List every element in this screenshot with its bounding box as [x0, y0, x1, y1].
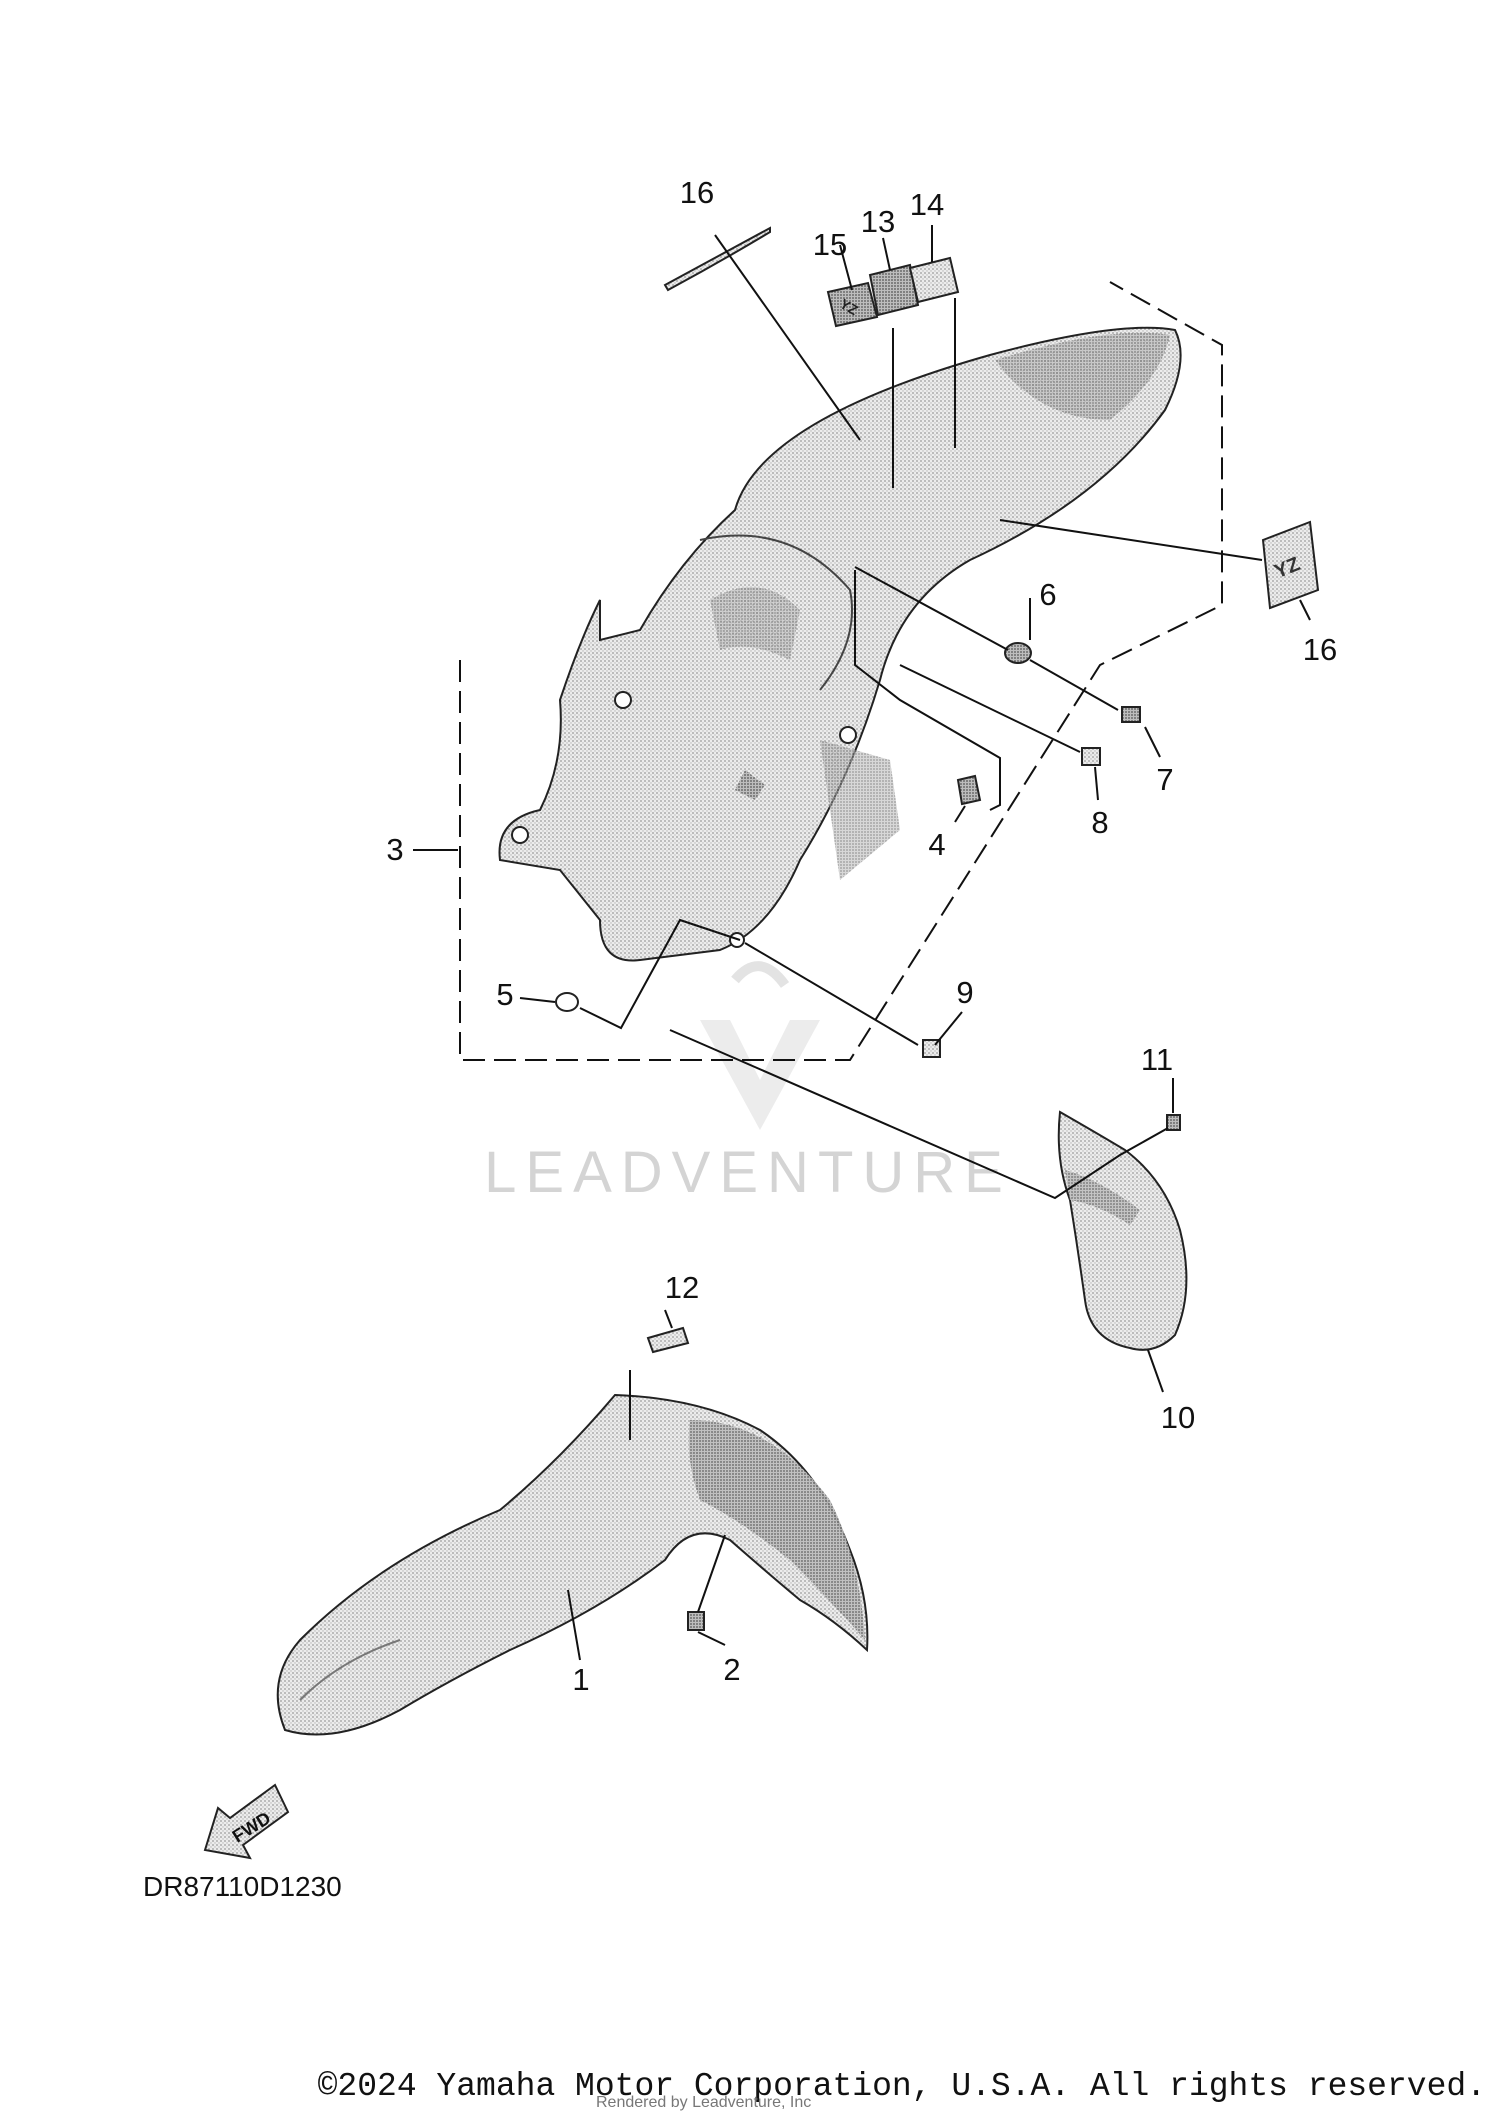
- decal-14: [908, 256, 960, 304]
- callout-8: 8: [1091, 805, 1108, 840]
- decal-13: [868, 263, 920, 317]
- callout-13: 13: [861, 204, 895, 239]
- callout-2: 2: [723, 1652, 740, 1687]
- callout-4: 4: [928, 827, 945, 862]
- callout-15: 15: [813, 227, 847, 262]
- bolt-2: [687, 1611, 705, 1631]
- bolt-7: [1121, 706, 1141, 723]
- callout-1: 1: [572, 1662, 589, 1697]
- callout-3: 3: [386, 832, 403, 867]
- callout-numbers: 16 15 13 14 6 16 7 8 4 3 5 9 11 12 10 1 …: [386, 175, 1337, 1697]
- bolt-8: [1081, 747, 1101, 766]
- collar-5: [555, 992, 579, 1012]
- watermark: LEADVENTURE: [484, 961, 1012, 1205]
- decal-15: YZ: [826, 281, 879, 328]
- bolt-11: [1166, 1114, 1181, 1131]
- svg-text:YZ: YZ: [837, 295, 861, 318]
- callout-9: 9: [956, 975, 973, 1010]
- callout-10: 10: [1161, 1400, 1195, 1435]
- callout-14: 14: [910, 187, 944, 222]
- decal-16-side: YZ: [1261, 520, 1320, 610]
- callout-12: 12: [665, 1270, 699, 1305]
- callout-5: 5: [496, 977, 513, 1012]
- nut-6: [1004, 642, 1032, 664]
- front-fender: [276, 1393, 869, 1736]
- rear-fender: [498, 326, 1182, 962]
- callout-7: 7: [1156, 762, 1173, 797]
- clip-4: [956, 774, 982, 806]
- callout-6: 6: [1039, 577, 1056, 612]
- diagram-code: DR87110D1230: [143, 1871, 342, 1902]
- callout-16: 16: [680, 175, 714, 210]
- decal-12: [646, 1326, 690, 1354]
- leader-lines: [413, 225, 1311, 1661]
- watermark-text: LEADVENTURE: [484, 1140, 1012, 1205]
- copyright-footer: ©2024 Yamaha Motor Corporation, U.S.A. A…: [317, 2068, 1486, 2105]
- fwd-arrow-icon: FWD: [203, 1783, 290, 1860]
- callout-11: 11: [1141, 1042, 1173, 1077]
- mud-flap: [1057, 1110, 1188, 1351]
- decal-16-top: [663, 226, 771, 292]
- assembly-outline: [459, 281, 1223, 1061]
- callout-16-side: 16: [1303, 632, 1337, 667]
- rendered-by-note: Rendered by Leadventure, Inc: [596, 2094, 812, 2111]
